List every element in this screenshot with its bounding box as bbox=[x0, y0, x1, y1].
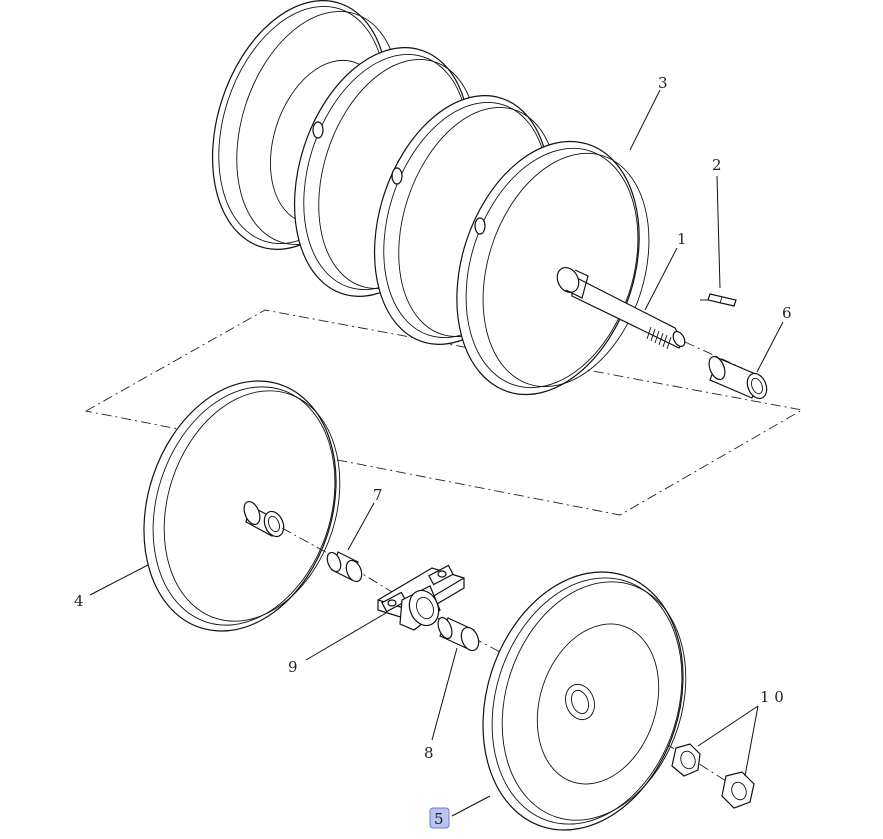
callout-5[interactable]: 5 bbox=[434, 810, 444, 828]
callout-3[interactable]: 3 bbox=[658, 74, 668, 92]
spacer-part-8 bbox=[437, 616, 480, 652]
callout-7[interactable]: 7 bbox=[373, 486, 383, 504]
callout-2[interactable]: 2 bbox=[712, 156, 722, 174]
wheel-part-4 bbox=[143, 380, 341, 632]
leader-6 bbox=[756, 321, 784, 373]
leader-1 bbox=[644, 247, 678, 311]
wheel-part-5 bbox=[482, 571, 687, 831]
key-part-2 bbox=[707, 293, 737, 307]
callout-5-highlight bbox=[429, 807, 450, 829]
leader-9 bbox=[305, 612, 387, 661]
group-boundary-outline bbox=[84, 309, 804, 516]
callout-9[interactable]: 9 bbox=[288, 658, 298, 676]
leader-5 bbox=[451, 795, 491, 817]
disc-stack bbox=[211, 0, 650, 396]
leader-2 bbox=[716, 175, 721, 289]
nut-part-10-upper bbox=[671, 743, 701, 777]
callout-4[interactable]: 4 bbox=[74, 592, 84, 610]
leader-4 bbox=[89, 564, 149, 596]
leader-7 bbox=[347, 502, 375, 551]
spacer-part-7 bbox=[326, 551, 363, 583]
leader-10b bbox=[744, 705, 759, 777]
callout-1[interactable]: 1 bbox=[677, 230, 687, 248]
shaft-part-1 bbox=[556, 266, 686, 350]
leader-10a bbox=[697, 705, 759, 747]
bushing-part-6 bbox=[708, 355, 768, 400]
nut-part-10-lower bbox=[721, 771, 755, 809]
leader-8 bbox=[431, 647, 458, 741]
callout-6[interactable]: 6 bbox=[782, 304, 792, 322]
disc-front bbox=[456, 140, 650, 396]
bearing-housing-part-9 bbox=[377, 564, 465, 631]
callout-8[interactable]: 8 bbox=[424, 744, 434, 762]
callout-10[interactable]: 1 0 bbox=[760, 688, 784, 706]
leader-3 bbox=[629, 89, 661, 151]
